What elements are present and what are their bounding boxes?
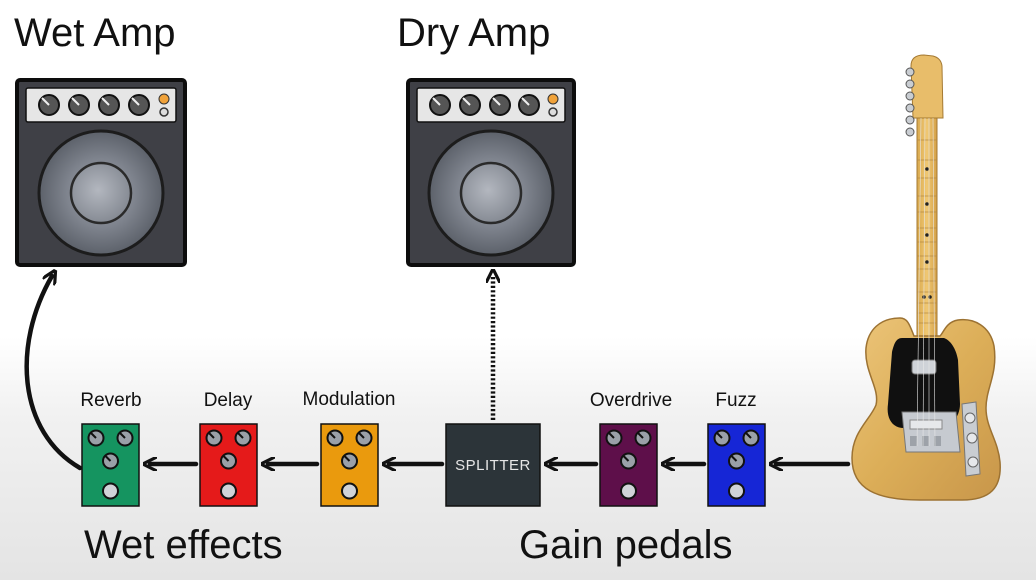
dry-amp-icon xyxy=(406,78,576,267)
fuzz-label: Fuzz xyxy=(715,390,756,411)
splitter-box: SPLITTER xyxy=(445,423,541,507)
overdrive-pedal-icon xyxy=(599,423,658,507)
wet-amp-icon xyxy=(15,78,187,267)
wet-amp-title: Wet Amp xyxy=(14,11,176,55)
delay-label: Delay xyxy=(204,390,253,411)
delay-pedal-icon xyxy=(199,423,258,507)
signal-arrows xyxy=(24,276,851,471)
electric-guitar-icon xyxy=(851,54,1001,501)
overdrive-label: Overdrive xyxy=(590,390,672,411)
modulation-label: Modulation xyxy=(303,389,396,410)
splitter-label: SPLITTER xyxy=(455,457,531,474)
reverb-label: Reverb xyxy=(80,390,141,411)
arrow-reverb-to-wet-amp xyxy=(24,276,83,471)
fuzz-pedal-icon xyxy=(707,423,766,507)
wet-effects-label: Wet effects xyxy=(84,523,283,567)
dry-amp-title: Dry Amp xyxy=(397,11,550,55)
gain-pedals-label: Gain pedals xyxy=(519,523,732,567)
reverb-pedal-icon xyxy=(81,423,140,507)
modulation-pedal-icon xyxy=(320,423,379,507)
